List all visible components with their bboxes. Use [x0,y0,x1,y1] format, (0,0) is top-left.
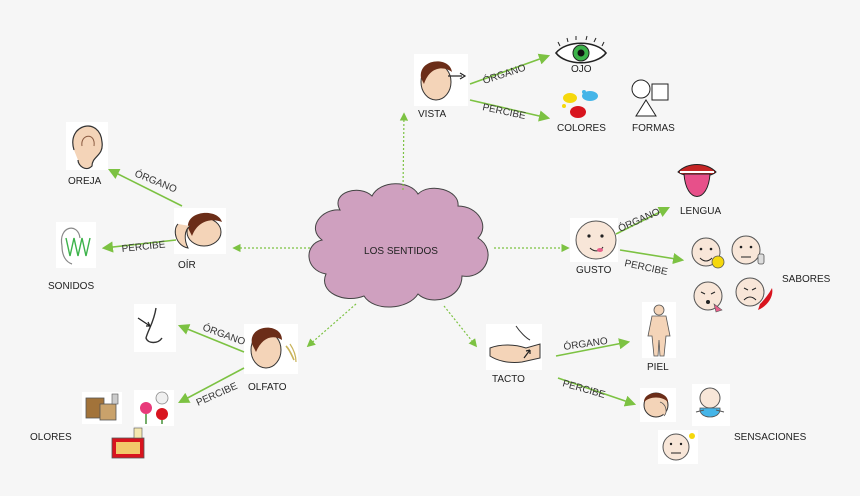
gusto-perceives-sabores: SABORES [782,274,831,285]
flowers-icon [134,390,174,426]
gusto-percibe-edge: PERCIBE [623,258,669,278]
oir-percibe-edge: PERCIBE [121,239,166,255]
olfato-label: OLFATO [248,382,287,393]
gusto-organ-arrow [615,206,671,235]
olfato-perceives-olores: OLORES [30,432,72,443]
gusto-organo-edge: ÓRGANO [616,205,662,235]
body-skin-icon [642,302,676,358]
person-pain-icon [640,388,676,422]
eye-icon [554,35,608,64]
garbage-icon [82,392,122,424]
oir-perceives-sonidos: SONIDOS [48,281,94,292]
sense-olfato: OLFATO ÓRGANO PERCIBE [30,304,298,459]
boy-listening-icon [174,208,226,254]
person-cold-icon [692,384,730,426]
sense-oir: OÍR ÓRGANO PERCIBE OREJA SONIDOS [48,122,226,292]
center-label: LOS SENTIDOS [364,246,438,257]
sensations-icons [640,384,730,464]
color-splash-icon [562,90,598,118]
olfato-organ-arrow [177,324,245,353]
olfato-percibe-arrow [178,367,245,404]
vista-percibe-arrow [469,99,551,122]
gusto-percibe-arrow [619,249,685,265]
vista-label: VISTA [418,109,446,120]
baby-spicy-icon [735,277,773,310]
vista-organo-edge: ÓRGANO [481,61,528,87]
vista-organ-arrow [469,53,551,85]
vista-organ-label: OJO [571,64,592,75]
link-vista [399,112,409,191]
gusto-label: GUSTO [576,265,612,276]
tacto-percibe-arrow [557,377,637,407]
boy-smelling-icon [244,324,298,374]
oir-label: OÍR [178,258,196,271]
shapes-icon [631,79,669,117]
ear-icon [66,122,108,170]
oir-organo-edge: ÓRGANO [133,167,179,196]
baby-sweet-icon [691,237,725,269]
vista-perceives-colores: COLORES [557,123,606,134]
boy-looking-icon [414,54,468,106]
tacto-percibe-edge: PERCIBE [561,378,607,401]
tacto-perceives-sensaciones: SENSACIONES [734,432,807,443]
tacto-organ-label: PIEL [647,362,669,373]
baby-salty-icon [731,235,765,265]
baby-sour-icon [693,281,723,313]
gusto-organ-label: LENGUA [680,206,721,217]
sound-ear-icon [56,222,96,268]
sense-vista: VISTA ÓRGANO PERCIBE OJO COLORES FORMAS [414,35,675,134]
smells-icons [82,390,174,459]
sense-gusto: GUSTO ÓRGANO PERCIBE LENGUA [570,164,831,313]
cloud-shape [308,183,489,308]
oir-organ-arrow [107,168,183,207]
sense-tacto: TACTO ÓRGANO PERCIBE PIEL [486,302,807,464]
food-tray-icon [111,427,145,459]
baby-hot-icon [658,430,698,464]
oir-organ-label: OREJA [68,176,102,187]
tacto-label: TACTO [492,374,525,385]
link-tacto [443,305,478,348]
tongue-icon [677,164,717,197]
hand-touch-icon [486,324,542,370]
vista-perceives-formas: FORMAS [632,123,675,134]
center-links [232,112,570,348]
nose-icon [134,304,176,352]
oir-percibe-arrow [101,239,177,253]
baby-tasting-icon [570,218,618,262]
vista-percibe-edge: PERCIBE [481,102,527,122]
tacto-organ-arrow [555,338,631,357]
center-cloud: LOS SENTIDOS [308,183,489,308]
link-olfato [306,303,357,348]
flavors-icons [691,235,773,313]
olfato-percibe-edge: PERCIBE [195,381,240,409]
